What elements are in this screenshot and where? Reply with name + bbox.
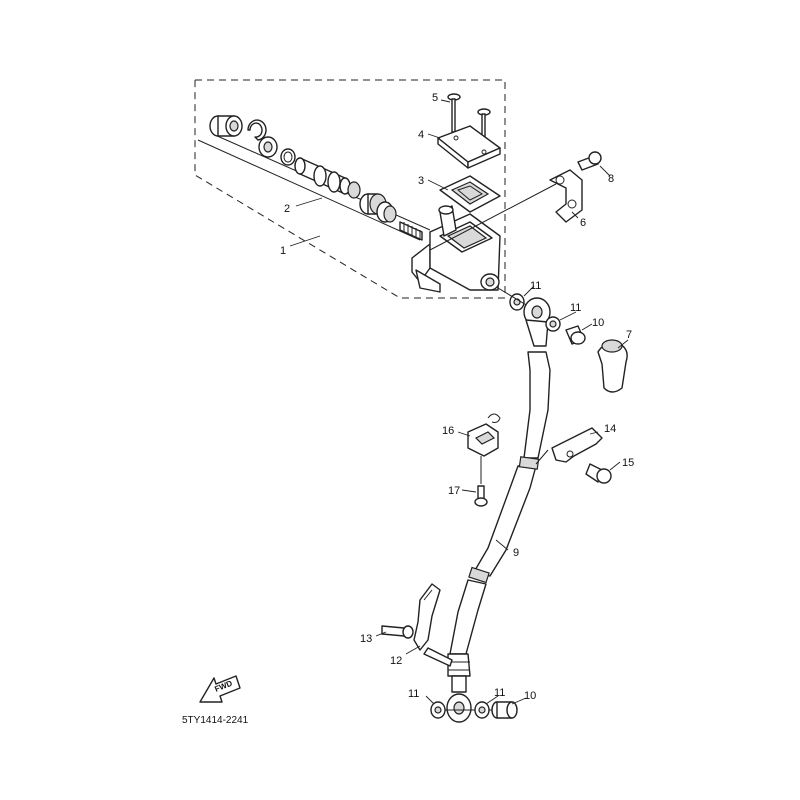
label-part-10-lower: 10 xyxy=(524,690,536,702)
label-part-17: 17 xyxy=(448,485,460,497)
lower-right-washer xyxy=(474,701,490,719)
label-part-13: 13 xyxy=(360,633,372,645)
o-ring xyxy=(280,148,296,166)
clevis-axis-line xyxy=(429,183,557,251)
hose-guide-link xyxy=(535,449,549,465)
upper-right-washer xyxy=(545,316,561,332)
diagram-code: 5TY1414-2241 xyxy=(182,715,249,726)
outlet-axis-line xyxy=(497,287,529,307)
piston-cup-2 xyxy=(376,201,397,223)
label-part-6: 6 xyxy=(580,217,586,229)
bracket-bolt xyxy=(381,625,414,639)
hose-guide-upper xyxy=(551,427,603,463)
label-part-7: 7 xyxy=(626,329,632,341)
return-spring xyxy=(399,221,423,241)
rubber-cover xyxy=(597,339,628,393)
piston-boot xyxy=(209,115,243,137)
label-part-14: 14 xyxy=(604,423,616,435)
label-part-16: 16 xyxy=(442,425,454,437)
label-part-8: 8 xyxy=(608,173,614,185)
label-part-1: 1 xyxy=(280,245,286,257)
circlip xyxy=(247,119,267,141)
upper-union-bolt xyxy=(565,325,586,345)
upper-banjo-fitting xyxy=(523,297,551,347)
hose-clamp xyxy=(467,413,501,457)
hose-bracket-lower xyxy=(413,583,453,667)
label-part-11-outlet: 11 xyxy=(530,280,541,292)
forward-direction-arrow: FWD xyxy=(199,675,241,703)
reservoir-screw-left xyxy=(447,93,461,133)
label-part-3: 3 xyxy=(418,175,424,187)
label-part-15: 15 xyxy=(622,457,634,469)
lower-left-washer xyxy=(430,701,446,719)
hose-guide-bolt xyxy=(585,463,612,484)
piston-kit-axis-lines xyxy=(197,134,431,241)
piston xyxy=(294,157,361,199)
reservoir-cap xyxy=(437,125,501,169)
lower-banjo-fitting xyxy=(446,693,472,723)
label-part-9: 9 xyxy=(513,547,519,559)
master-cylinder-assembly-boundary xyxy=(194,79,506,299)
label-part-11-lower-left: 11 xyxy=(408,688,419,700)
lower-union-bolt xyxy=(491,701,518,719)
clamp-bolt xyxy=(474,485,488,507)
washer-seal xyxy=(258,136,278,158)
clevis-bracket xyxy=(549,169,583,223)
label-part-11-lower-right: 11 xyxy=(494,687,505,699)
label-part-10-upper: 10 xyxy=(592,317,604,329)
leader-lines xyxy=(289,99,629,705)
outlet-copper-washer xyxy=(509,293,525,311)
master-cylinder-body xyxy=(411,205,501,293)
reservoir-diaphragm xyxy=(439,175,501,213)
label-part-4: 4 xyxy=(418,129,424,141)
brake-hose xyxy=(447,351,551,693)
label-part-11-upper-right: 11 xyxy=(570,302,581,314)
clevis-bolt xyxy=(577,151,602,171)
label-part-2: 2 xyxy=(284,203,290,215)
label-part-12: 12 xyxy=(390,655,402,667)
label-part-5: 5 xyxy=(432,92,438,104)
